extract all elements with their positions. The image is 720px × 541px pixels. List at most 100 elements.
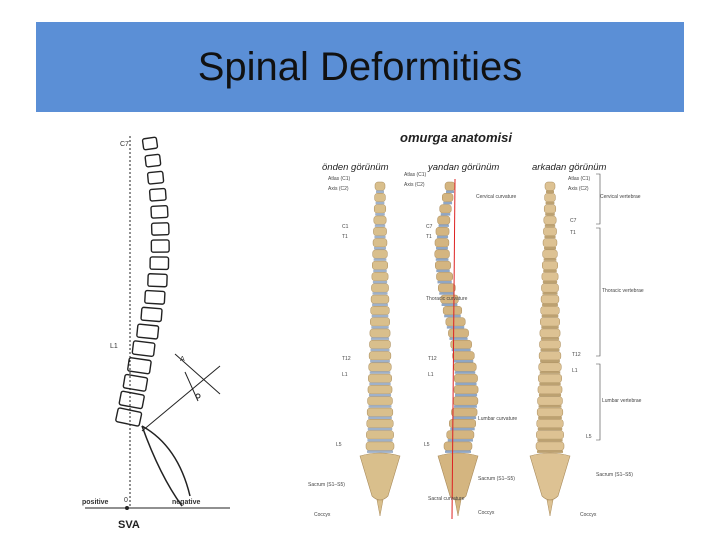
vertebra [374,205,386,214]
label-axis-front: Axis (C2) [328,186,349,192]
label-c1-front: C1 [342,224,349,230]
label-cervical-curvature: Cervical curvature [476,194,517,200]
intervertebral-disc [368,417,392,420]
vertebra [368,374,391,383]
vertebra [370,340,391,349]
label-l1: L1 [110,343,118,350]
intervertebral-disc [539,405,562,408]
intervertebral-disc [371,326,388,329]
vertebra [370,329,390,338]
intervertebral-disc [542,292,557,295]
bracket-lumbar [596,364,600,440]
intervertebral-disc [374,258,387,261]
label-c7: C7 [120,141,129,148]
label-t12-back: T12 [572,352,581,358]
label-atlas-side: Atlas (C1) [404,172,427,178]
intervertebral-disc [545,224,555,227]
intervertebral-disc [455,383,476,386]
label-atlas-front: Atlas (C1) [328,176,351,182]
spine-anatomy-svg: omurga anatomisi önden görünüm yandan gö… [300,124,645,534]
label-cervical-vertebrae: Cervical vertebrae [600,194,641,200]
intervertebral-disc [439,292,454,295]
intervertebral-disc [372,304,388,307]
intervertebral-disc [373,281,387,284]
vertebra [145,154,161,167]
vertebra [151,240,169,252]
bracket-thoracic [596,228,600,356]
vertebra [132,341,155,357]
vertebra [454,374,477,383]
label-negative: negative [172,499,201,506]
vertebra [148,274,167,287]
intervertebral-disc [537,450,563,453]
intervertebral-disc [373,270,386,273]
vertebra [536,431,563,440]
intervertebral-disc [542,315,559,318]
label-sacrum-side: Sacrum (S1–S5) [478,476,515,482]
vertebra [443,306,462,315]
vertebra [440,205,452,214]
vertebra [438,216,450,225]
intervertebral-disc [371,349,390,352]
vertebra [375,193,386,202]
intervertebral-disc [369,394,391,397]
vertebra [536,442,564,451]
sacrum [438,453,478,500]
sva-diagram-svg: C7 L1 A positive 0 negative SVA [80,126,240,536]
vertebra [539,352,561,361]
vertebra [539,363,562,372]
intervertebral-disc [436,258,449,261]
label-c7-back: C7 [570,218,577,224]
vertebra [542,272,558,281]
intervertebral-disc [541,337,559,340]
intervertebral-disc [376,191,384,194]
intervertebral-disc [371,337,389,340]
intervertebral-disc [367,439,392,442]
vertebra [538,374,561,383]
vertebra [453,352,475,361]
intervertebral-disc [539,394,561,397]
intervertebral-disc [448,439,473,442]
vertebra [369,352,391,361]
vertebra [542,261,557,270]
intervertebral-disc [437,236,448,239]
view-front-label: önden görünüm [322,162,389,173]
vertebra [543,227,556,236]
vertebra [543,250,558,258]
anatomy-heading: omurga anatomisi [400,130,512,145]
intervertebral-disc [445,450,471,453]
vertebra [436,272,452,281]
label-l5-side: L5 [424,442,430,448]
vertebra [435,239,449,248]
intervertebral-disc [447,326,464,329]
intervertebral-disc [544,258,557,261]
label-t1-side: T1 [426,234,432,240]
label-atlas-back: Atlas (C1) [568,176,591,182]
vertebra [373,227,386,236]
vertebra [367,419,393,428]
vertebra [544,216,556,225]
intervertebral-disc [538,428,562,431]
sacrum [360,453,400,500]
intervertebral-disc [436,270,449,273]
view-back-label: arkadan görünüm [532,162,607,173]
vertebra [366,442,394,451]
vertebra [540,340,561,349]
vertebra [453,397,478,406]
vertebra [150,257,169,270]
intervertebral-disc [543,270,556,273]
coccyx [455,500,461,516]
intervertebral-disc [375,224,385,227]
vertebra [372,272,388,281]
vertebra [115,408,141,427]
label-t1-front: T1 [342,234,348,240]
vertebra [373,239,387,248]
intervertebral-disc [541,349,560,352]
intervertebral-disc [443,202,452,205]
vertebra [151,206,168,219]
vertebra [544,205,556,214]
vertebra [446,318,465,327]
sacrum [530,453,570,500]
intervertebral-disc [538,417,562,420]
intervertebral-disc [368,428,392,431]
